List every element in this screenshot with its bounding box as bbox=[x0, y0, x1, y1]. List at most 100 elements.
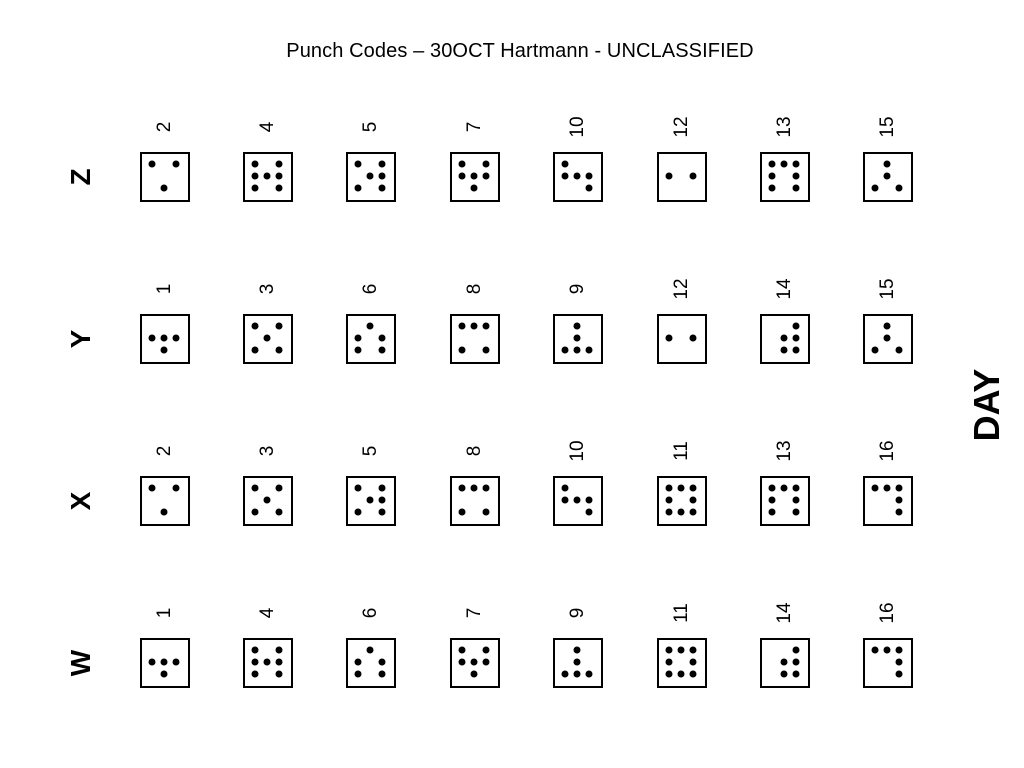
punch-card bbox=[553, 638, 603, 688]
punch-dot bbox=[792, 322, 800, 330]
punch-dot bbox=[780, 484, 788, 492]
punch-dot bbox=[275, 670, 283, 678]
punch-dot bbox=[689, 658, 697, 666]
punch-dot bbox=[689, 670, 697, 678]
punch-dot bbox=[561, 346, 569, 354]
punch-dot bbox=[482, 484, 490, 492]
punch-dot bbox=[871, 646, 879, 654]
punch-card bbox=[450, 476, 500, 526]
punch-dot bbox=[160, 670, 168, 678]
punch-dot bbox=[585, 346, 593, 354]
punch-dot bbox=[251, 646, 259, 654]
punch-card bbox=[243, 152, 293, 202]
punch-dot bbox=[482, 172, 490, 180]
punch-card bbox=[450, 638, 500, 688]
cell-number: 2 bbox=[154, 445, 175, 457]
punch-dot bbox=[780, 658, 788, 666]
punch-card bbox=[553, 314, 603, 364]
punch-dot bbox=[458, 646, 466, 654]
punch-dot bbox=[780, 160, 788, 168]
punch-dot bbox=[561, 172, 569, 180]
punch-card bbox=[863, 314, 913, 364]
punch-dot bbox=[883, 646, 891, 654]
punch-dot bbox=[378, 160, 386, 168]
punch-dot bbox=[354, 658, 362, 666]
punch-dot bbox=[275, 172, 283, 180]
punch-dot bbox=[792, 484, 800, 492]
cell-number: 2 bbox=[154, 121, 175, 133]
punch-dot bbox=[378, 346, 386, 354]
punch-dot bbox=[160, 658, 168, 666]
punch-card bbox=[346, 476, 396, 526]
punch-dot bbox=[366, 172, 374, 180]
cell-number: 8 bbox=[464, 283, 485, 295]
punch-dot bbox=[573, 322, 581, 330]
punch-dot bbox=[768, 160, 776, 168]
punch-card bbox=[760, 314, 810, 364]
punch-card bbox=[657, 152, 707, 202]
punch-dot bbox=[354, 334, 362, 342]
punch-dot bbox=[895, 508, 903, 516]
punch-dot bbox=[378, 496, 386, 504]
cell-number: 13 bbox=[774, 440, 795, 462]
punch-dot bbox=[792, 346, 800, 354]
punch-dot bbox=[895, 184, 903, 192]
cell-number: 14 bbox=[774, 602, 795, 624]
punch-dot bbox=[172, 334, 180, 342]
punch-dot bbox=[251, 322, 259, 330]
punch-dot bbox=[689, 334, 697, 342]
punch-dot bbox=[470, 184, 478, 192]
punch-dot bbox=[792, 172, 800, 180]
punch-dot bbox=[275, 346, 283, 354]
punch-dot bbox=[677, 670, 685, 678]
cell-number: 4 bbox=[257, 121, 278, 133]
punch-dot bbox=[665, 484, 673, 492]
punch-dot bbox=[482, 646, 490, 654]
punch-dot bbox=[458, 172, 466, 180]
punch-card bbox=[450, 314, 500, 364]
punch-dot bbox=[354, 346, 362, 354]
punch-card bbox=[243, 638, 293, 688]
cell-number: 3 bbox=[257, 445, 278, 457]
punch-dot bbox=[458, 658, 466, 666]
cell-number: 5 bbox=[360, 445, 381, 457]
punch-dot bbox=[160, 334, 168, 342]
row-label-x: X bbox=[65, 491, 96, 511]
punch-dot bbox=[458, 160, 466, 168]
punch-card bbox=[140, 638, 190, 688]
punch-dot bbox=[573, 346, 581, 354]
punch-card bbox=[243, 476, 293, 526]
cell-number: 15 bbox=[877, 278, 898, 300]
punch-dot bbox=[665, 496, 673, 504]
punch-dot bbox=[482, 160, 490, 168]
row-label-y: Y bbox=[65, 329, 96, 349]
punch-dot bbox=[895, 646, 903, 654]
punch-dot bbox=[665, 172, 673, 180]
cell-number: 7 bbox=[464, 607, 485, 619]
punch-dot bbox=[792, 184, 800, 192]
punch-dot bbox=[689, 508, 697, 516]
punch-dot bbox=[458, 508, 466, 516]
punch-dot bbox=[792, 508, 800, 516]
punch-dot bbox=[172, 658, 180, 666]
punch-dot bbox=[251, 670, 259, 678]
punch-dot bbox=[665, 658, 673, 666]
day-side-label: DAY bbox=[966, 368, 1007, 442]
punch-dot bbox=[172, 484, 180, 492]
punch-dot bbox=[275, 160, 283, 168]
punch-dot bbox=[148, 334, 156, 342]
punch-dot bbox=[378, 334, 386, 342]
punch-dot bbox=[275, 646, 283, 654]
punch-dot bbox=[768, 508, 776, 516]
cell-number: 10 bbox=[567, 116, 588, 138]
punch-dot bbox=[871, 184, 879, 192]
punch-dot bbox=[780, 334, 788, 342]
cell-number: 6 bbox=[360, 607, 381, 619]
punch-dot bbox=[458, 322, 466, 330]
punch-dot bbox=[665, 334, 673, 342]
punch-dot bbox=[585, 172, 593, 180]
cell-number: 1 bbox=[154, 607, 175, 619]
punch-dot bbox=[768, 484, 776, 492]
punch-card bbox=[553, 152, 603, 202]
punch-card bbox=[863, 476, 913, 526]
